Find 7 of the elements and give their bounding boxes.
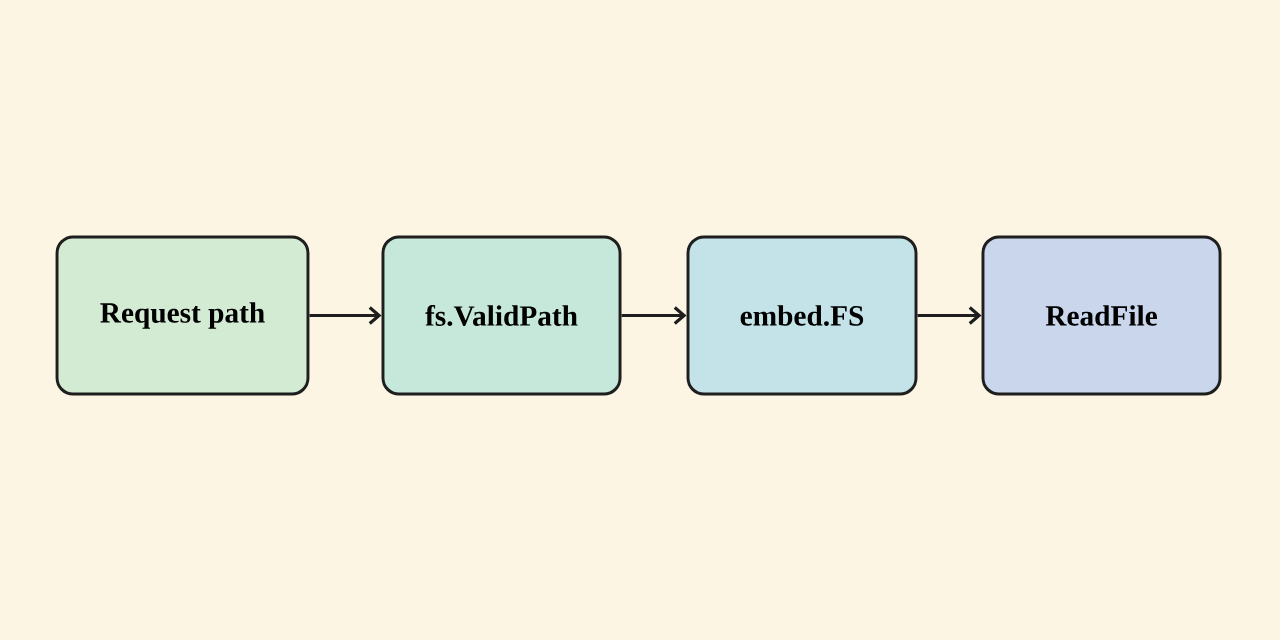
- arrow: [917, 306, 982, 325]
- arrow: [309, 306, 382, 325]
- process-box: ReadFile: [981, 235, 1222, 396]
- process-box: Request path: [55, 235, 310, 396]
- process-box: fs.ValidPath: [381, 235, 622, 396]
- arrow: [621, 306, 687, 325]
- process-box: embed.FS: [686, 235, 918, 396]
